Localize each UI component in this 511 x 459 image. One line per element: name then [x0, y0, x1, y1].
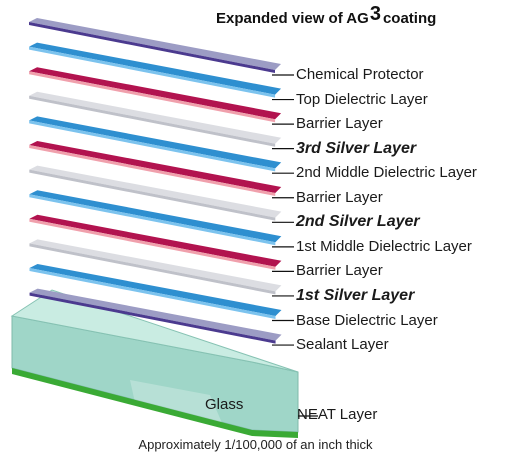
layer-face: [29, 165, 282, 218]
layer-label-2nd-middle-dielectric-layer: 2nd Middle Dielectric Layer: [296, 164, 477, 182]
layer-label-1st-middle-dielectric-layer: 1st Middle Dielectric Layer: [296, 237, 472, 255]
layer-plate-2nd-silver-layer-7: [29, 165, 282, 221]
layer-plate-base-dielectric-layer-11: [29, 264, 282, 319]
layer-plate-top-dielectric-layer-2: [29, 42, 282, 98]
layer-edge: [29, 46, 276, 98]
title-prefix: Expanded view of AG: [216, 10, 369, 27]
layer-label-barrier-layer: Barrier Layer: [296, 188, 383, 206]
layer-face: [29, 239, 282, 292]
layer-face: [29, 264, 282, 316]
layer-plate-chemical-protector-1: [29, 18, 281, 73]
layer-face: [29, 91, 282, 144]
layer-plate-sealant-layer-12: [29, 288, 282, 344]
layer-face: [29, 214, 282, 267]
layer-edge: [29, 292, 276, 344]
layer-edge: [29, 95, 276, 147]
layer-edge: [29, 22, 275, 73]
glass-top-face: [10, 289, 299, 373]
glass-label: Glass: [205, 396, 244, 413]
neat-layer-label: NEAT Layer: [297, 406, 378, 423]
layer-edge: [29, 120, 276, 172]
layer-label-1st-silver-layer: 1st Silver Layer: [296, 286, 415, 304]
layer-plate-1st-middle-dielectric-layer-8: [29, 190, 282, 246]
layer-plate-barrier-layer-3: [29, 67, 282, 123]
layer-label-base-dielectric-layer: Base Dielectric Layer: [296, 311, 438, 329]
layer-edge: [29, 145, 276, 196]
layer-face: [29, 141, 282, 193]
layer-label-barrier-layer: Barrier Layer: [296, 115, 383, 133]
title-superscript: 3: [369, 3, 381, 25]
layer-face: [29, 116, 282, 169]
layer-label-barrier-layer: Barrier Layer: [296, 262, 383, 280]
layer-face: [29, 67, 282, 120]
thickness-footnote: Approximately 1/100,000 of an inch thick: [138, 437, 373, 452]
layer-face: [29, 288, 282, 341]
layer-face: [29, 18, 281, 70]
layer-plate-2nd-middle-dielectric-layer-5: [29, 116, 282, 172]
layer-face: [29, 42, 282, 95]
layer-face: [29, 190, 282, 243]
layer-plate-1st-silver-layer-10: [29, 239, 282, 295]
layer-edge: [29, 194, 276, 246]
layer-plate-barrier-layer-9: [29, 214, 282, 270]
layer-edge: [29, 218, 276, 270]
layer-edge: [29, 268, 276, 319]
glass-block: [10, 289, 299, 438]
layer-plate-3rd-silver-layer-4: [29, 91, 282, 147]
title-suffix: coating: [382, 10, 437, 27]
layer-label-2nd-silver-layer: 2nd Silver Layer: [296, 213, 420, 231]
layer-label-top-dielectric-layer: Top Dielectric Layer: [296, 90, 428, 108]
layer-label-sealant-layer: Sealant Layer: [296, 336, 389, 354]
leader-lines: [272, 74, 318, 417]
layer-plates: [29, 18, 282, 344]
layer-label-chemical-protector: Chemical Protector: [296, 66, 424, 83]
neat-layer-strip: [12, 368, 298, 438]
layer-edge: [29, 243, 276, 295]
layer-edge: [29, 169, 276, 221]
layer-plate-barrier-layer-6: [29, 141, 282, 196]
layer-edge: [29, 71, 276, 123]
layer-label-3rd-silver-layer: 3rd Silver Layer: [296, 139, 417, 157]
